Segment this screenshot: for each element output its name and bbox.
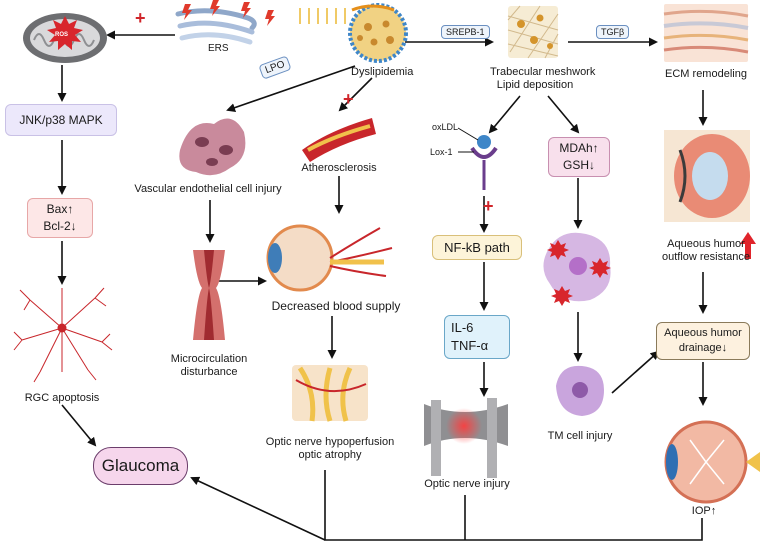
rgc-neuron-icon (13, 287, 113, 383)
mdah-box: MDAh↑ GSH↓ (548, 137, 610, 177)
eye-cross-section-icon (664, 130, 750, 222)
srepb1-label: SREPB-1 (441, 25, 490, 39)
optic-nerve-injury-icon (424, 398, 508, 478)
dyslipidemia-label: Dyslipidemia (351, 66, 414, 78)
athero-label: Atherosclerosis (301, 162, 377, 174)
tm-cell-icon (556, 365, 604, 416)
mitochondrion-icon (23, 13, 107, 63)
gsh-text: GSH↓ (562, 158, 595, 172)
arrows (57, 30, 708, 541)
il6-box: IL-6 TNF-α (444, 315, 510, 359)
ers-label: ERS (208, 43, 229, 54)
ros-label: ROS (55, 32, 69, 38)
red-up-arrow-icon (740, 232, 756, 259)
trabecular-meshwork-icon (507, 5, 559, 59)
bcl2-text: Bcl-2↓ (43, 219, 77, 233)
arrow-dys-to-athero (338, 77, 373, 112)
tm-injury-label: TM cell injury (547, 430, 613, 442)
microvessel-icon (193, 250, 225, 340)
arrow-trabecular-to-lox (488, 95, 521, 134)
tgfb-label: TGFβ (596, 25, 630, 39)
decreased-label: Decreased blood supply (271, 299, 401, 313)
aq-res-label: Aqueous humor outflow resistance (660, 238, 752, 264)
arrow-dys-to-vascular (226, 65, 356, 112)
trabecular-line1: Trabecular meshwork (490, 66, 596, 78)
lipoprotein-icon (348, 3, 408, 63)
trabecular-line2: Lipid deposition (496, 79, 574, 91)
arrow-trabecular-to-mdah (547, 95, 580, 134)
vascular-label: Vascular endothelial cell injury (134, 183, 282, 195)
bax-box: Bax↑ Bcl-2↓ (27, 198, 93, 238)
plus-sign: + (483, 196, 494, 216)
bax-text: Bax↑ (46, 202, 74, 216)
arrow-bottom-to-glaucoma (190, 476, 326, 541)
iop-label: IOP↑ (691, 505, 717, 517)
arrow-rgc-to-glaucoma (61, 404, 97, 447)
micro-label: Microcirculation disturbance (150, 353, 268, 379)
optic-hypo-label: Optic nerve hypoperfusion optic atrophy (250, 436, 410, 462)
micro-line1: Microcirculation (170, 353, 248, 365)
endothelial-cell-icon (179, 118, 246, 176)
aq-res-line2: outflow resistance (661, 251, 751, 263)
tnfa-text: TNF-α (451, 338, 489, 353)
aq-drain-line1: Aqueous humor (664, 327, 742, 339)
lpo-arrows-icon (299, 8, 346, 24)
micro-line2: disturbance (180, 366, 238, 378)
il6-text: IL-6 (451, 320, 474, 335)
er-icon (175, 8, 257, 45)
plus-sign: + (135, 8, 146, 28)
rgc-label: RGC apoptosis (24, 392, 100, 404)
jnk-box: JNK/p38 MAPK (5, 104, 117, 136)
optic-hypo-line2: optic atrophy (298, 449, 362, 461)
oxldl-label: oxLDL (432, 122, 459, 132)
plus-sign: + (343, 89, 354, 109)
nfkb-box: NF-kB path (432, 235, 522, 260)
optic-hypo-line1: Optic nerve hypoperfusion (265, 436, 395, 448)
line-iop-to-bottom (324, 470, 703, 541)
eye-vessels-icon (266, 224, 393, 292)
ecm-label: ECM remodeling (665, 68, 747, 80)
mdah-text: MDAh↑ (559, 141, 599, 155)
damaged-cell-icon (543, 232, 611, 306)
stress-bolt-icons (182, 0, 275, 26)
aq-drain-box: Aqueous humor drainage↓ (656, 322, 750, 360)
trabecular-label: Trabecular meshwork Lipid deposition (490, 66, 596, 92)
ecm-tissue-icon (663, 4, 749, 62)
aq-res-line1: Aqueous humor (667, 238, 745, 250)
lox1-receptor-icon (457, 127, 498, 190)
glaucoma-box: Glaucoma (93, 447, 188, 485)
optic-nerve-head-icon (292, 365, 368, 422)
arrow-tmcell-to-drainage (611, 350, 660, 394)
aq-drain-line2: drainage↓ (678, 342, 728, 354)
lox1-label: Lox-1 (430, 147, 453, 157)
optic-injury-label: Optic nerve injury (424, 478, 510, 490)
atherosclerosis-vessel-icon (302, 118, 376, 162)
eye-iop-icon (664, 420, 760, 504)
